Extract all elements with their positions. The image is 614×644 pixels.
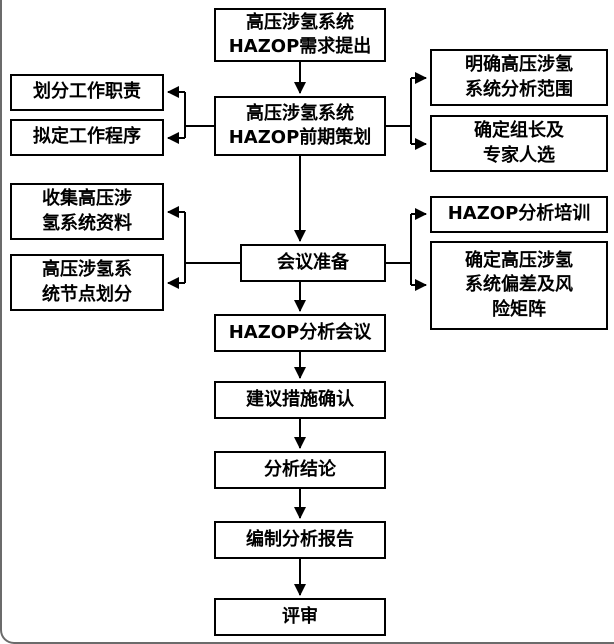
flow-node-conclusion: 分析结论 — [214, 451, 386, 489]
flow-node-draft-procedures: 拟定工作程序 — [10, 119, 164, 156]
flow-node-node-division: 高压涉氢系 统节点划分 — [10, 254, 164, 311]
flow-node-review: 评审 — [214, 598, 386, 636]
flow-node-scope: 明确高压涉氢 系统分析范围 — [430, 49, 608, 106]
planning-right-branch — [386, 72, 427, 150]
flow-node-planning: 高压涉氢系统 HAZOP前期策划 — [214, 96, 386, 156]
flow-node-divide-duties: 划分工作职责 — [10, 74, 164, 111]
flow-node-report: 编制分析报告 — [214, 521, 386, 559]
meeting-prep-right-branch — [386, 208, 427, 291]
meeting-prep-left-branch — [167, 206, 240, 289]
flow-node-deviation-matrix: 确定高压涉氢 系统偏差及风 险矩阵 — [430, 241, 608, 330]
planning-left-branch — [167, 86, 214, 144]
flow-node-measures-confirm: 建议措施确认 — [214, 381, 386, 419]
flow-node-requirement: 高压涉氢系统 HAZOP需求提出 — [214, 8, 386, 62]
flow-node-meeting-prep: 会议准备 — [240, 244, 386, 282]
flow-node-leader-experts: 确定组长及 专家人选 — [430, 115, 608, 172]
flow-node-training: HAZOP分析培训 — [430, 196, 608, 233]
flow-node-analysis-meeting: HAZOP分析会议 — [214, 314, 386, 352]
flow-node-collect-data: 收集高压涉 氢系统资料 — [10, 183, 164, 240]
